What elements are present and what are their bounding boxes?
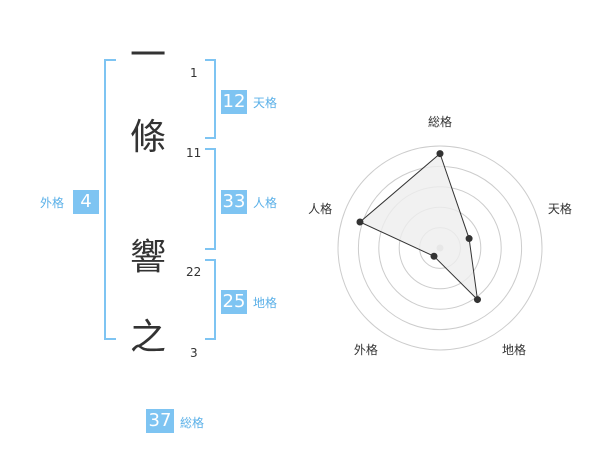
- stroke-count-2: 11: [186, 146, 202, 160]
- radar-point-2: [473, 296, 481, 304]
- radar-axis-label-2: 地格: [502, 342, 526, 357]
- stroke-count-3: 22: [186, 265, 202, 279]
- jinkaku-value: 33: [221, 190, 247, 214]
- radar-series-area: [359, 152, 479, 301]
- name-char-1: 一: [129, 35, 166, 76]
- tenkaku-value: 12: [221, 90, 247, 114]
- gaikaku-value: 4: [73, 190, 99, 214]
- jinkaku-label: 人格: [253, 196, 278, 210]
- radar-axis-label-4: 人格: [308, 201, 332, 216]
- radar-axis-label-0: 総格: [428, 114, 452, 129]
- radar-point-4: [356, 218, 364, 226]
- stroke-count-4: 3: [190, 346, 198, 360]
- soukaku-label: 総格: [180, 416, 205, 430]
- radar-axis-label-3: 外格: [354, 342, 378, 357]
- radar-ring: [337, 145, 543, 351]
- soukaku-value: 37: [146, 409, 174, 433]
- tenkaku-label: 天格: [253, 96, 278, 110]
- name-char-4: 之: [129, 317, 166, 358]
- radar-axis-label-1: 天格: [548, 201, 572, 216]
- gaikaku-label: 外格: [40, 196, 65, 210]
- radar-point-1: [465, 235, 473, 243]
- name-char-2: 條: [129, 117, 166, 158]
- chikaku-value: 25: [221, 290, 247, 314]
- name-char-3: 響: [129, 237, 166, 278]
- radar-point-0: [436, 150, 444, 158]
- radar-point-3: [430, 252, 438, 260]
- stroke-count-1: 1: [190, 66, 198, 80]
- chikaku-label: 地格: [253, 296, 278, 310]
